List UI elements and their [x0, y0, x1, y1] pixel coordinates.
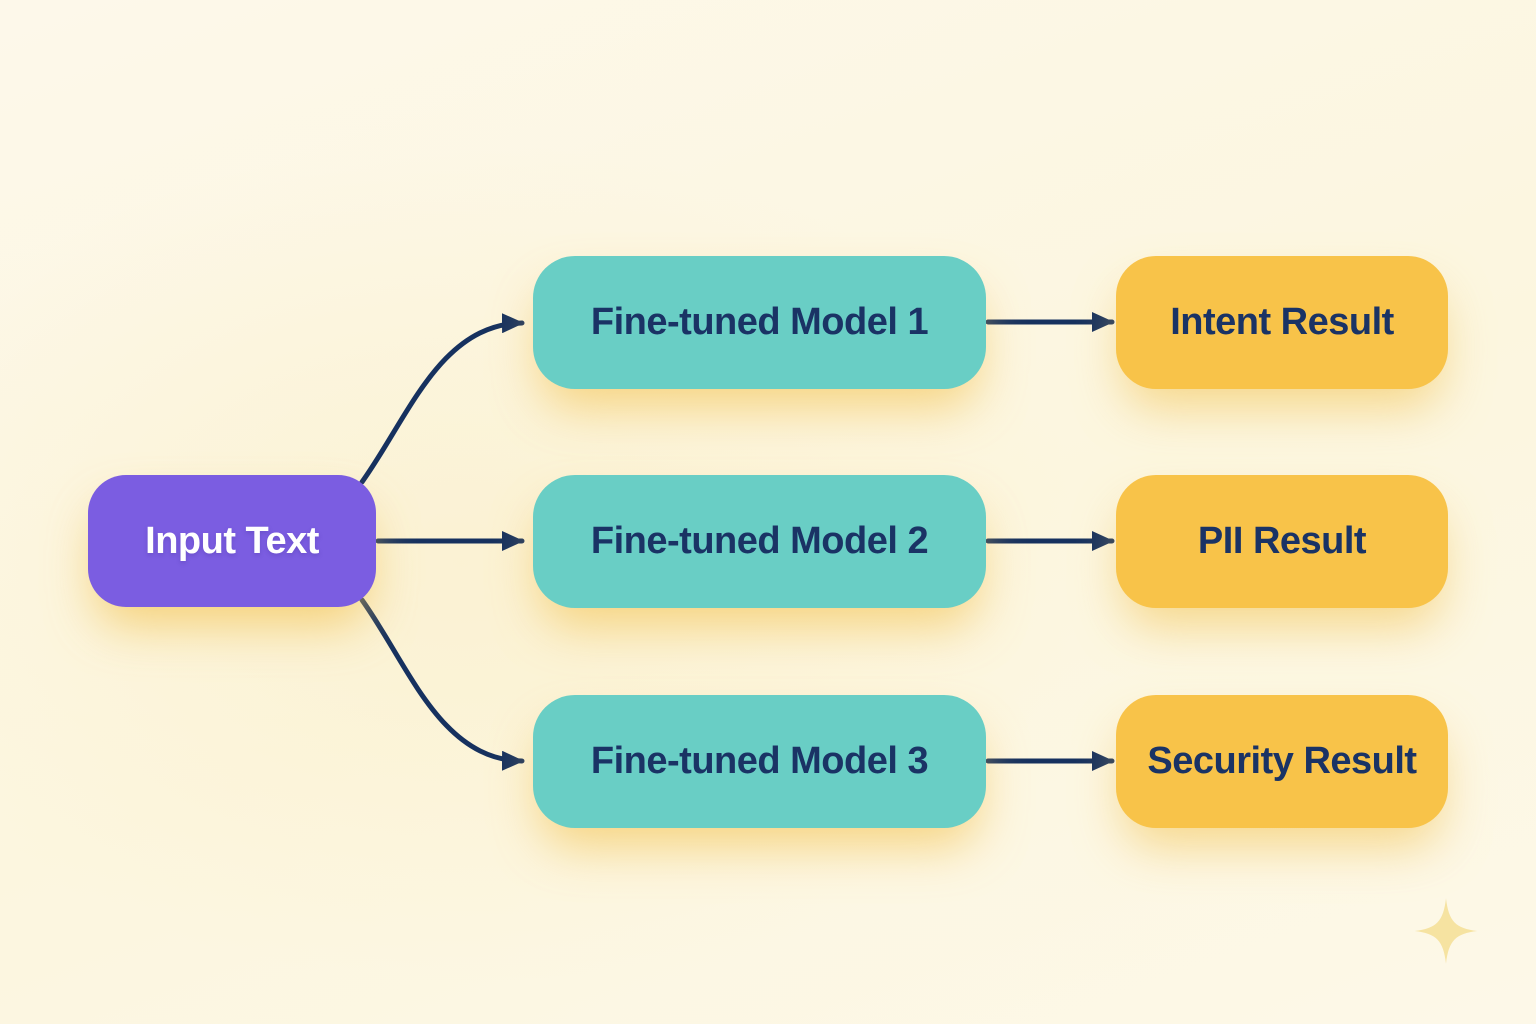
fine-tuned-model-3-label: Fine-tuned Model 3	[590, 740, 929, 782]
input-text-label: Input Text	[145, 519, 319, 562]
fine-tuned-model-1-node: Fine-tuned Model 1	[533, 256, 986, 389]
security-result-node: Security Result	[1116, 695, 1448, 828]
input-text-node: Input Text	[88, 475, 376, 607]
arrow-input-to-model1	[359, 313, 525, 485]
sparkle-icon	[1414, 898, 1478, 964]
intent-result-node: Intent Result	[1116, 256, 1448, 389]
fine-tuned-model-1-label: Fine-tuned Model 1	[590, 301, 929, 343]
fine-tuned-model-2-label: Fine-tuned Model 2	[590, 520, 929, 562]
fine-tuned-model-3-node: Fine-tuned Model 3	[533, 695, 986, 828]
pii-result-label: PII Result	[1197, 520, 1367, 562]
arrow-input-to-model3	[359, 597, 525, 771]
intent-result-label: Intent Result	[1170, 301, 1394, 343]
pii-result-node: PII Result	[1116, 475, 1448, 608]
security-result-label: Security Result	[1147, 740, 1417, 782]
fine-tuned-model-2-node: Fine-tuned Model 2	[533, 475, 986, 608]
